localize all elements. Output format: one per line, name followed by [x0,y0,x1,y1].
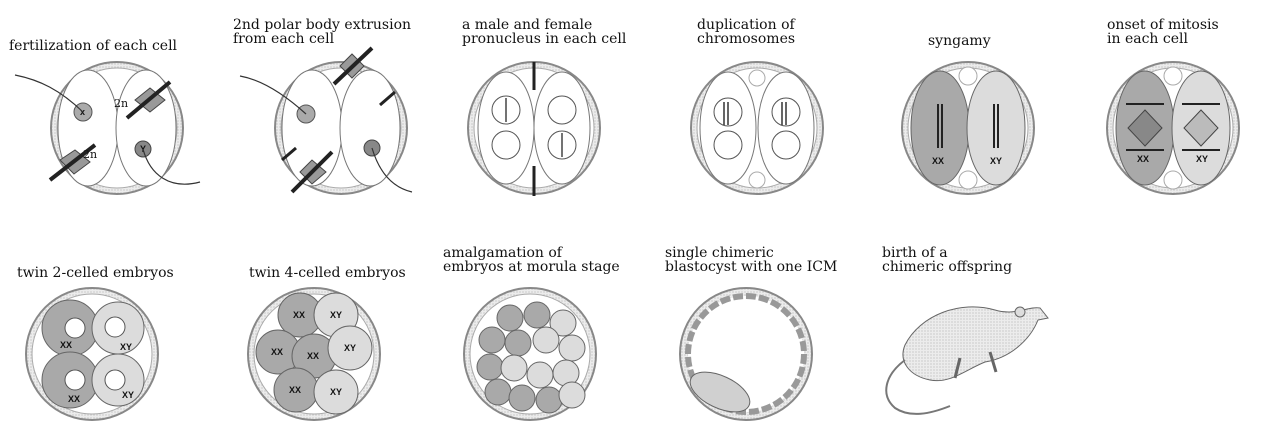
svg-text:XY: XY [120,342,132,352]
ploidy-label-2: 2n [83,148,97,161]
svg-text:XX: XX [307,351,319,361]
embryo-pronuclei [468,62,600,196]
mouse-icon [886,307,1048,414]
svg-text:XX: XX [60,340,72,350]
embryo-fertilization: x Y 2n 2n [15,62,200,194]
svg-text:XY: XY [330,310,342,320]
svg-text:XX: XX [271,347,283,357]
svg-text:XX: XX [1137,154,1149,164]
embryo-duplication [691,62,823,194]
embryo-morula [464,288,596,420]
embryo-mitosis: XX XY [1107,62,1239,194]
embryo-twin-4-cell: XX XY XX XX XY XX XY [248,288,380,420]
embryo-polar-body [240,48,412,194]
svg-text:XX: XX [68,394,80,404]
svg-text:XY: XY [1196,154,1208,164]
svg-text:XX: XX [289,385,301,395]
svg-text:XY: XY [344,343,356,353]
blastocyst [680,288,812,420]
xy-label: XY [990,156,1002,166]
embryo-twin-2-cell: XX XY XX XY [26,288,158,420]
svg-text:XY: XY [330,387,342,397]
svg-text:XY: XY [122,390,134,400]
svg-text:XX: XX [293,310,305,320]
embryo-syngamy: XX XY [902,62,1034,194]
ploidy-label-1: 2n [114,97,128,110]
xx-label: XX [932,156,944,166]
